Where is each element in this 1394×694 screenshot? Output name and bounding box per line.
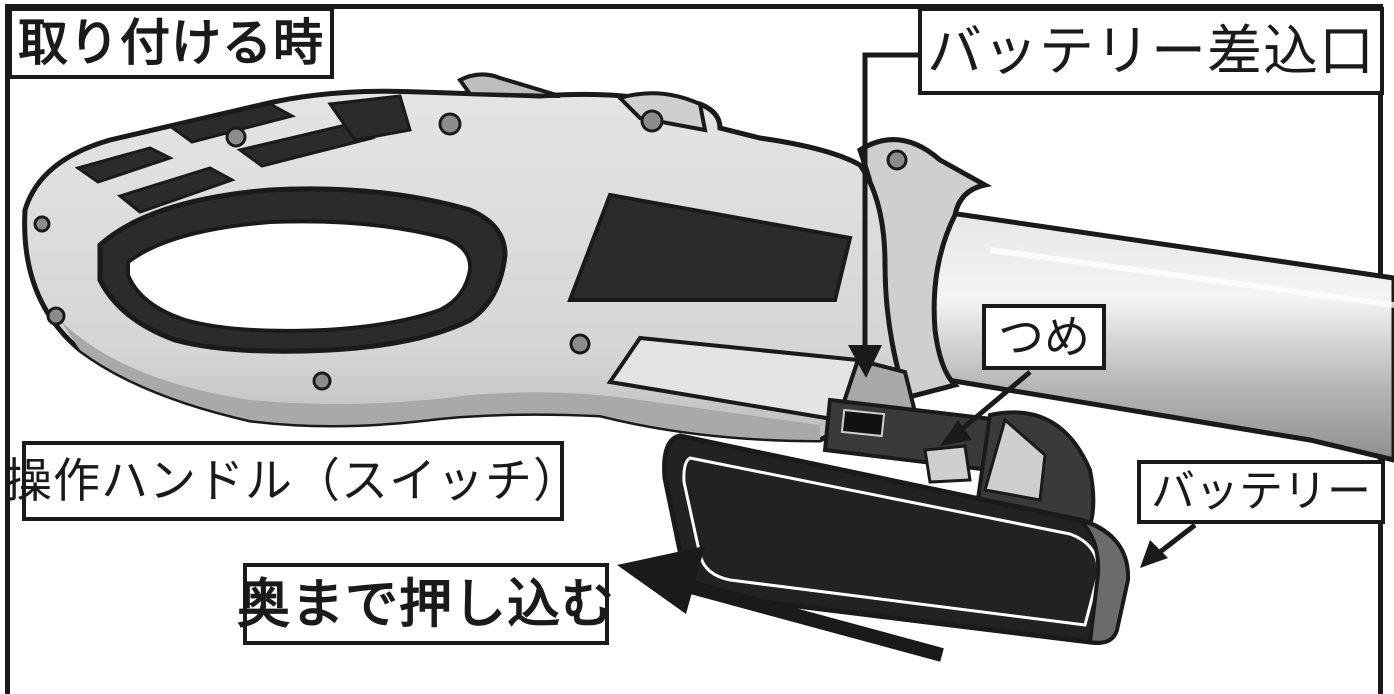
claw-label: つめ [982,304,1106,370]
push-in-label: 奥まで押し込む [237,563,614,645]
push-direction-arrow [617,546,944,662]
grip-stripes [74,94,412,214]
page-title: 取り付ける時 [8,7,334,79]
side-panel [567,192,853,302]
operation-handle-label: 操作ハンドル（スイッチ） [5,441,580,521]
handle-opening [97,186,508,354]
battery-label: バッテリー [1137,460,1385,524]
battery-pack [662,397,1131,645]
battery-slot-label: バッテリー差込口 [918,7,1384,95]
leader-lines [848,52,1197,568]
